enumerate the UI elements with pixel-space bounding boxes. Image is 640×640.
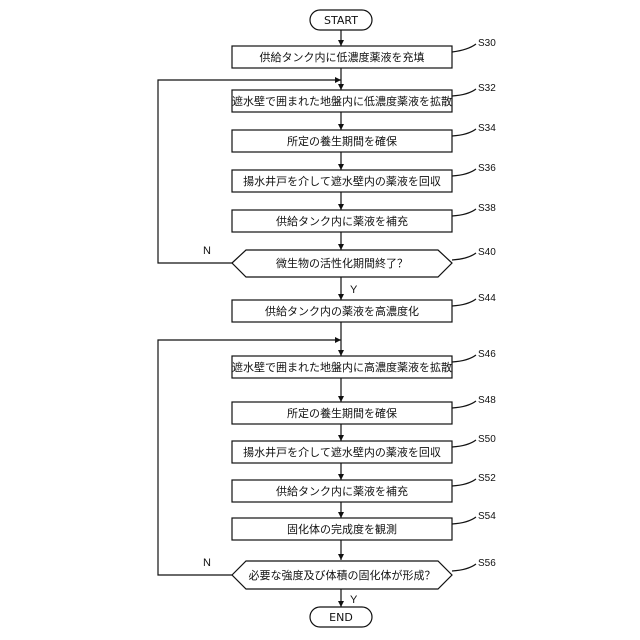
process-text: 揚水井戸を介して遮水壁内の薬液を回収 (243, 445, 441, 459)
step-leader (452, 209, 476, 216)
branch-yes-label: Y (350, 594, 358, 606)
step-label: S36 (478, 163, 496, 174)
decision-text: 必要な強度及び体積の固化体が形成？ (249, 568, 436, 582)
step-leader (452, 299, 476, 306)
process-box-s46: 遮水壁で囲まれた地盤内に高濃度薬液を拡散 (232, 356, 452, 378)
step-leader (452, 479, 476, 486)
step-label: S34 (478, 123, 496, 134)
step-label: S52 (478, 473, 496, 484)
step-leader (452, 169, 476, 176)
process-box-s48: 所定の養生期間を確保 (232, 402, 452, 424)
end-terminal: END (310, 607, 372, 627)
step-label: S44 (478, 293, 496, 304)
process-box-s36: 揚水井戸を介して遮水壁内の薬液を回収 (232, 170, 452, 192)
branch-yes-label: Y (350, 284, 358, 296)
process-box-s30: 供給タンク内に低濃度薬液を充填 (232, 46, 452, 68)
branch-no-label: N (203, 557, 211, 569)
step-label: S48 (478, 395, 496, 406)
process-box-s34: 所定の養生期間を確保 (232, 130, 452, 152)
step-leader (452, 401, 476, 408)
start-label: START (324, 14, 358, 27)
process-box-s44: 供給タンク内の薬液を高濃度化 (232, 300, 452, 322)
step-label: S46 (478, 349, 496, 360)
process-box-s38: 供給タンク内に薬液を補充 (232, 210, 452, 232)
step-label: S32 (478, 83, 496, 94)
step-leader (452, 564, 476, 571)
step-leader (452, 440, 476, 447)
process-text: 供給タンク内の薬液を高濃度化 (265, 304, 419, 318)
decision-text: 微生物の活性化期間終了？ (276, 256, 408, 270)
step-leader (452, 355, 476, 362)
process-text: 遮水壁で囲まれた地盤内に低濃度薬液を拡散 (232, 94, 452, 108)
process-text: 供給タンク内に低濃度薬液を充填 (260, 50, 425, 64)
decision-s56: 必要な強度及び体積の固化体が形成？ (232, 561, 452, 589)
decision-s40: 微生物の活性化期間終了？ (232, 250, 452, 277)
process-text: 供給タンク内に薬液を補充 (276, 484, 408, 498)
step-label: S54 (478, 511, 496, 522)
step-leader (452, 517, 476, 524)
branch-no-label: N (203, 245, 211, 257)
process-text: 揚水井戸を介して遮水壁内の薬液を回収 (243, 174, 441, 188)
process-box-s32: 遮水壁で囲まれた地盤内に低濃度薬液を拡散 (232, 90, 452, 112)
start-terminal: START (310, 10, 372, 30)
step-leader (452, 129, 476, 136)
step-label: S56 (478, 558, 496, 569)
step-label: S40 (478, 247, 496, 258)
process-text: 所定の養生期間を確保 (287, 406, 397, 420)
step-label: S50 (478, 434, 496, 445)
step-leader (452, 253, 476, 260)
process-box-s52: 供給タンク内に薬液を補充 (232, 480, 452, 502)
step-label: S38 (478, 203, 496, 214)
step-leader (452, 44, 476, 52)
step-label: S30 (478, 38, 496, 49)
process-text: 所定の養生期間を確保 (287, 134, 397, 148)
process-text: 遮水壁で囲まれた地盤内に高濃度薬液を拡散 (232, 360, 452, 374)
end-label: END (329, 611, 353, 624)
process-text: 供給タンク内に薬液を補充 (276, 214, 408, 228)
step-leader (452, 89, 476, 96)
process-text: 固化体の完成度を観測 (287, 522, 397, 536)
process-box-s50: 揚水井戸を介して遮水壁内の薬液を回収 (232, 441, 452, 463)
process-box-s54: 固化体の完成度を観測 (232, 518, 452, 540)
